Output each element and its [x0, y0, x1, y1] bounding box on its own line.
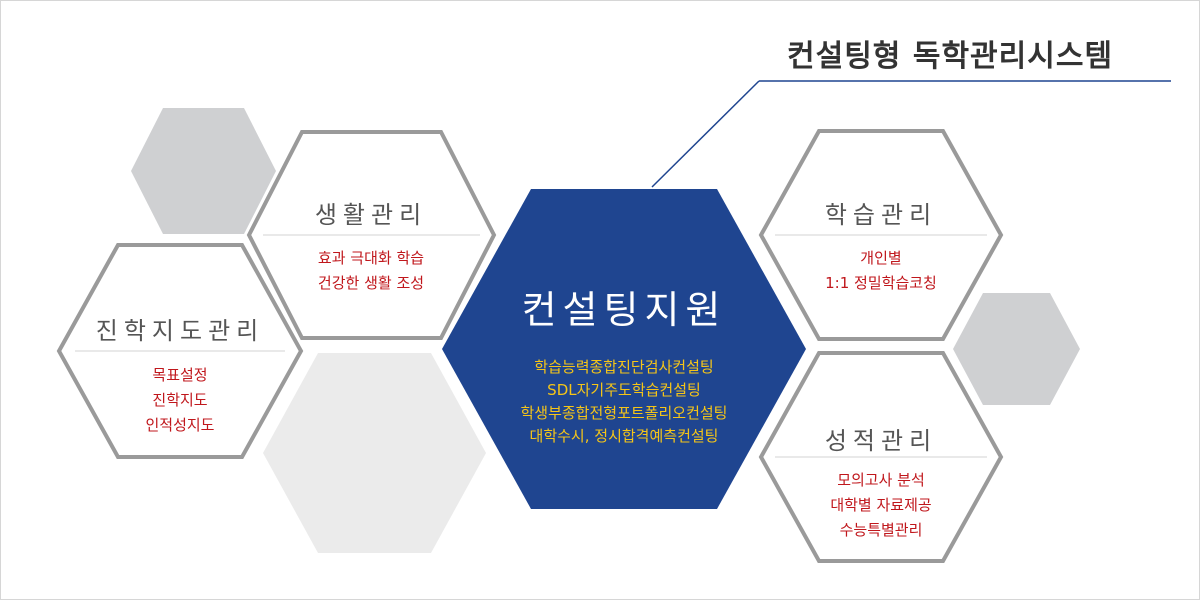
career-title: 진학지도관리: [95, 317, 265, 345]
grade-item: 대학별 자료제공: [830, 496, 932, 514]
study-items: 개인별 1:1 정밀학습코칭: [781, 246, 981, 296]
center-title: 컨설팅지원: [521, 288, 727, 332]
decor-hexagon-bottom-left: [263, 353, 486, 553]
grade-title: 성적관리: [824, 427, 938, 455]
career-item: 진학지도: [152, 391, 208, 409]
career-item: 목표설정: [152, 366, 208, 384]
life-item: 효과 극대화 학습: [317, 249, 425, 267]
career-item: 인적성지도: [145, 416, 215, 434]
study-item: 개인별: [860, 249, 902, 267]
title-connector-line: [651, 80, 760, 188]
center-items: 학습능력종합진단검사컨설팅 SDL자기주도학습컨설팅 학생부종합전형포트폴리오컨…: [474, 356, 774, 448]
life-items: 효과 극대화 학습 건강한 생활 조성: [271, 246, 471, 296]
center-hexagon: [442, 189, 806, 509]
decor-hexagon-right: [953, 293, 1080, 405]
center-item: 학습능력종합진단검사컨설팅: [534, 358, 714, 376]
grade-items: 모의고사 분석 대학별 자료제공 수능특별관리: [781, 468, 981, 543]
center-item: SDL자기주도학습컨설팅: [547, 381, 701, 399]
grade-item: 모의고사 분석: [837, 471, 925, 489]
career-items: 목표설정 진학지도 인적성지도: [80, 363, 280, 438]
center-item: 대학수시, 정시합격예측컨설팅: [529, 427, 719, 445]
page-title: 컨설팅형 독학관리시스템: [787, 39, 1114, 74]
life-item: 건강한 생활 조성: [317, 274, 425, 292]
center-item: 학생부종합전형포트폴리오컨설팅: [520, 404, 728, 422]
study-item: 1:1 정밀학습코칭: [825, 274, 937, 292]
study-title: 학습관리: [824, 201, 938, 229]
decor-hexagon-top-left: [131, 108, 276, 234]
life-title: 생활관리: [314, 201, 428, 229]
grade-item: 수능특별관리: [839, 521, 923, 539]
